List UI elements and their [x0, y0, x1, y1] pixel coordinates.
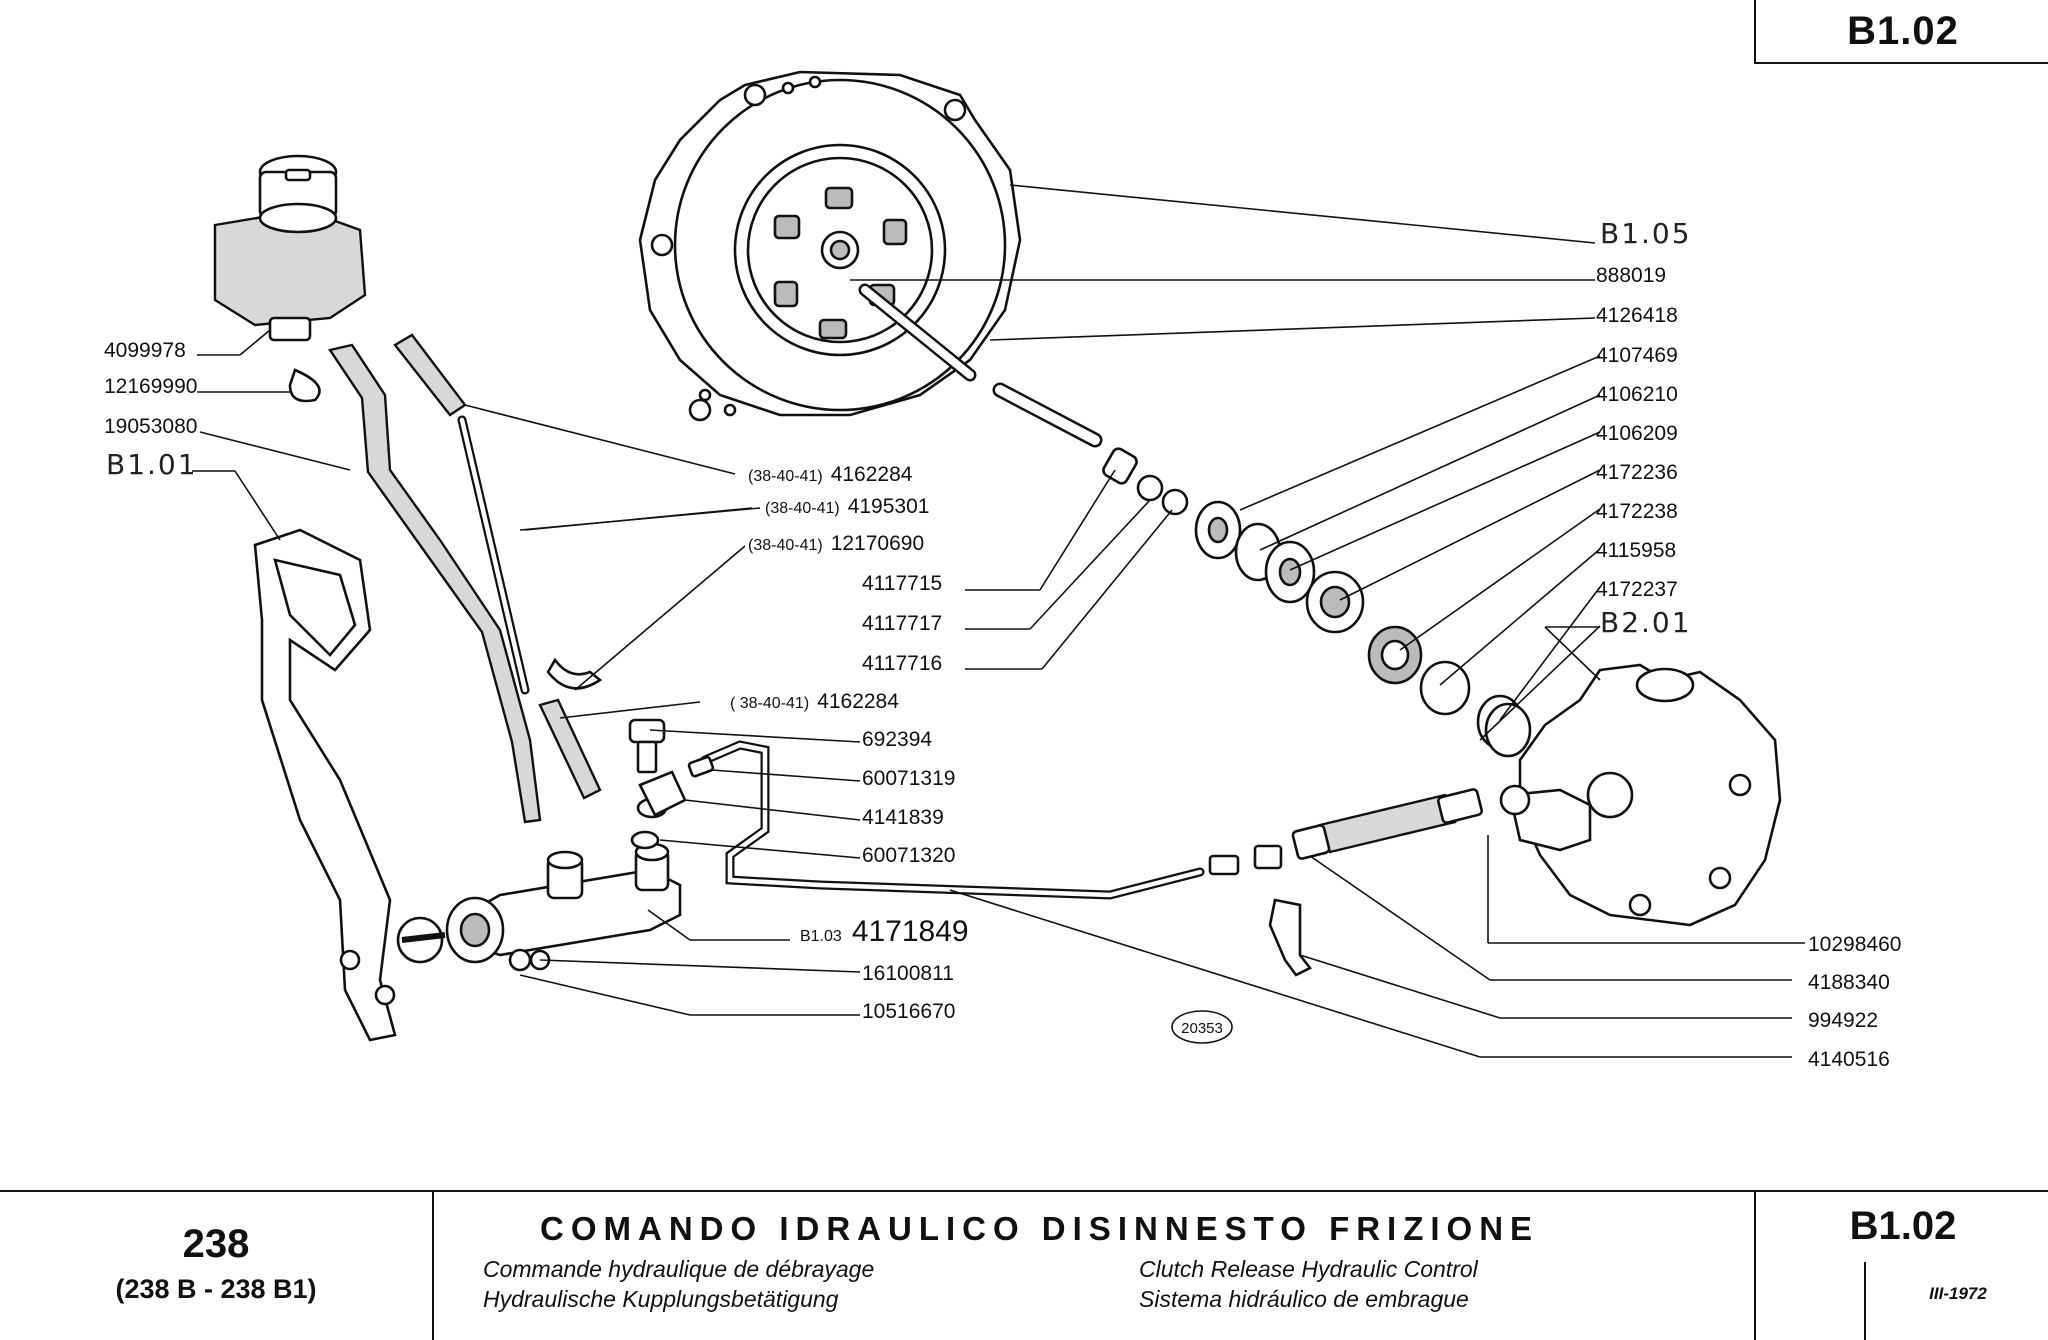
model-variants: (238 B - 238 B1) — [115, 1274, 317, 1304]
master-cylinder-drawing — [401, 842, 682, 972]
part-number: 4172237 — [1596, 578, 1678, 601]
part-number: 4099978 — [104, 339, 186, 362]
part-number: 12169990 — [104, 375, 197, 398]
part-number: 10298460 — [1808, 933, 1901, 956]
drawing-number: 20353 — [1181, 1020, 1223, 1037]
part-number: 4126418 — [1596, 304, 1678, 327]
part-prefix: (38-40-41) — [748, 537, 823, 554]
part-number: 692394 — [862, 728, 932, 751]
labels-left: 4099978 12169990 19053080 B1.01 — [104, 339, 198, 481]
release-bearing-parts-drawing — [1102, 447, 1532, 758]
part-number: 4141839 — [862, 806, 944, 829]
labels-right-bottom: 10298460 4188340 994922 4140516 — [1808, 933, 1901, 1071]
part-number: 12170690 — [831, 532, 924, 555]
model-number: 238 — [182, 1222, 250, 1266]
part-number: 4106210 — [1596, 383, 1678, 406]
part-label: B1.03 4171849 — [800, 915, 969, 948]
clutch-pressure-plate-drawing — [638, 70, 1022, 422]
part-number: 4162284 — [831, 463, 913, 486]
part-prefix: ( 38-40-41) — [730, 695, 809, 712]
part-number: 4195301 — [848, 495, 930, 518]
part-label: (38-40-41) 12170690 — [748, 532, 924, 555]
labels-right-top: B1.05 888019 4126418 4107469 4106210 410… — [1596, 217, 1692, 639]
part-number: 4117717 — [862, 612, 942, 635]
part-number: 60071319 — [862, 767, 955, 790]
rigid-pipe-drawing — [700, 740, 1205, 900]
part-number: 19053080 — [104, 415, 197, 438]
part-number: 4171849 — [852, 915, 969, 948]
footer-page-code: B1.02 — [1849, 1204, 1957, 1248]
part-label: ( 38-40-41) 4162284 — [730, 690, 899, 713]
part-number: 60071320 — [862, 844, 955, 867]
drawing-number-badge: 20353 — [1171, 1010, 1233, 1044]
labels-middle: (38-40-41) 4162284 (38-40-41) 4195301 (38-… — [730, 463, 969, 1023]
drawing-title: COMANDO IDRAULICO DISINNESTO FRIZIONE — [540, 1210, 1540, 1247]
page-code: B1.02 — [1847, 8, 1959, 53]
reservoir-drawing — [213, 154, 367, 342]
subtitle-fr: Commande hydraulique de débrayage — [483, 1256, 875, 1282]
part-number: 4115958 — [1596, 539, 1676, 562]
part-number: 4172238 — [1596, 500, 1678, 523]
subtitle-de: Hydraulische Kupplungsbetätigung — [483, 1286, 839, 1312]
part-number: 994922 — [1808, 1009, 1878, 1032]
issue-date: III-1972 — [1929, 1284, 1987, 1303]
part-prefix: (38-40-41) — [765, 500, 840, 517]
reservoir-hose-drawing — [288, 343, 542, 824]
part-number: 4117715 — [862, 572, 942, 595]
code-cell: B1.02 III-1972 — [1754, 1192, 2048, 1340]
model-cell: 238 (238 B - 238 B1) — [0, 1192, 434, 1340]
leader-lines — [192, 184, 1805, 1058]
part-number: 16100811 — [862, 962, 954, 985]
slave-cylinder-housing-drawing — [1499, 663, 1782, 927]
release-rod-drawing — [858, 283, 1103, 448]
subtitle-es: Sistema hidráulico de embrague — [1139, 1286, 1469, 1312]
title-block: 238 (238 B - 238 B1) COMANDO IDRAULICO D… — [0, 1190, 2048, 1340]
cell-divider — [1864, 1262, 1866, 1340]
clutch-pedal-drawing — [253, 528, 444, 1042]
part-number: 4117716 — [862, 652, 942, 675]
part-number: 4162284 — [817, 690, 899, 713]
part-number: 4107469 — [1596, 344, 1678, 367]
part-number: 4106209 — [1596, 422, 1678, 445]
part-number: 10516670 — [862, 1000, 955, 1023]
page-code-box: B1.02 — [1754, 0, 2048, 64]
part-number: 4172236 — [1596, 461, 1678, 484]
bolt-washers-drawing — [628, 718, 715, 850]
exploded-parts-diagram: B1.05 888019 4126418 4107469 4106210 410… — [104, 70, 1901, 1071]
short-hoses-drawing — [393, 333, 603, 800]
part-number: 4188340 — [1808, 971, 1890, 994]
ref-b105: B1.05 — [1600, 217, 1692, 250]
part-label: (38-40-41) 4195301 — [765, 495, 929, 518]
subtitle-en: Clutch Release Hydraulic Control — [1139, 1256, 1478, 1282]
ref-b103: B1.03 — [800, 928, 842, 945]
part-prefix: (38-40-41) — [748, 468, 823, 485]
ref-b101: B1.01 — [106, 448, 198, 481]
part-number: 4140516 — [1808, 1048, 1890, 1071]
part-label: (38-40-41) 4162284 — [748, 463, 913, 486]
ref-b201: B2.01 — [1600, 606, 1692, 639]
flexible-hose-drawing — [1208, 788, 1484, 977]
part-number: 888019 — [1596, 264, 1666, 287]
